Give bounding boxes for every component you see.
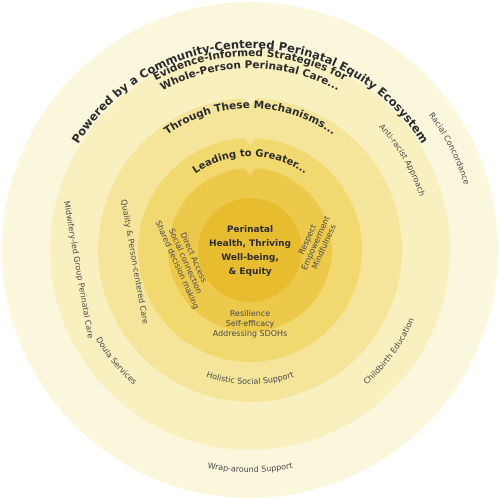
ring1-item-wrap-around-support: Wrap-around Support	[207, 461, 293, 474]
core-text-line3: Well-being,	[221, 253, 279, 263]
ring4-bottom-item-sdohs: Addressing SDOHs	[213, 329, 288, 338]
core-text-line4: & Equity	[228, 267, 271, 277]
ring4-bottom-item-resilience: Resilience	[230, 309, 270, 318]
ring-notch-4	[244, 138, 256, 145]
ring-notch-3	[244, 98, 256, 105]
ring4-bottom-item-self-efficacy: Self-efficacy	[226, 319, 275, 328]
core-text-line1: Perinatal	[227, 225, 273, 235]
core-circle	[198, 198, 302, 302]
ring-notch-2	[244, 50, 256, 57]
ring-notch-5	[244, 168, 256, 175]
core-text-line2: Health, Thriving	[209, 239, 291, 249]
